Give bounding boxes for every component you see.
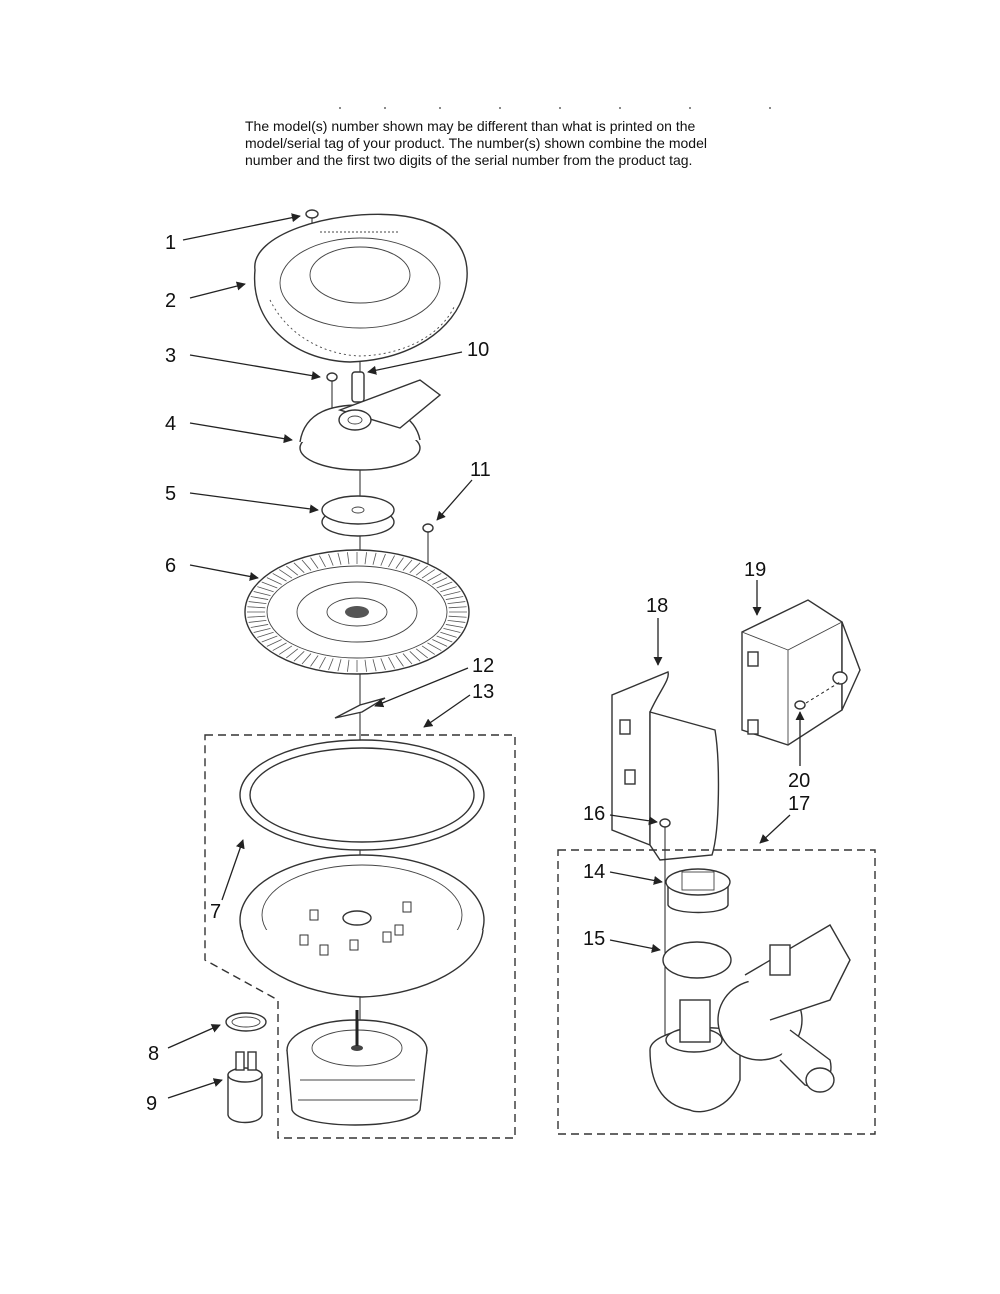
callout-1: 1 [165,232,176,254]
callout-2: 2 [165,290,176,312]
callout-9: 9 [146,1093,157,1115]
callout-14: 14 [583,861,605,883]
assembly-13-dashed-box [204,734,516,1139]
callout-15: 15 [583,928,605,950]
drain-pump [649,924,851,1113]
callout-6: 6 [165,555,176,577]
part-20-screw [794,681,841,710]
part-16-screw [659,818,671,1060]
callout-18: 18 [646,595,668,617]
callout-5: 5 [165,483,176,505]
callout-3: 3 [165,345,176,367]
part-19-box [741,599,861,746]
part-4-housing [299,379,442,471]
part-12-blade [334,697,386,719]
top-dot-marks [339,107,771,109]
part-15-ring [662,941,732,979]
callout-13: 13 [472,681,494,703]
callout-7: 7 [210,901,221,923]
part-6-finned-disc [244,549,470,675]
callout-12: 12 [472,655,494,677]
callout-16: 16 [583,803,605,825]
part-9-sensor [227,1051,263,1124]
callout-20: 20 [788,770,810,792]
part-2-cover-ring [253,213,468,363]
note-line-2: model/serial tag of your product. The nu… [245,135,707,151]
callout-labels: 1 2 3 4 5 6 7 8 9 10 11 12 13 14 15 16 1… [146,232,810,1115]
note-line-1: The model(s) number shown may be differe… [245,118,696,134]
callout-11: 11 [470,459,491,481]
part-5-impeller [321,495,395,537]
callout-8: 8 [148,1043,159,1065]
note-line-3: number and the first two digits of the s… [245,152,693,168]
part-8-o-ring [225,1012,267,1032]
assembly-17-dashed-box [557,849,876,1135]
model-number-note: The model(s) number shown may be differe… [245,118,805,169]
callout-4: 4 [165,413,176,435]
part-7-sump-assembly [239,739,485,998]
callout-17: 17 [788,793,810,815]
leader-lines [167,213,805,1099]
callout-19: 19 [744,559,766,581]
part-10-pin [351,371,365,403]
motor [286,1010,428,1126]
callout-10: 10 [467,339,489,361]
part-14-cap [665,868,731,914]
